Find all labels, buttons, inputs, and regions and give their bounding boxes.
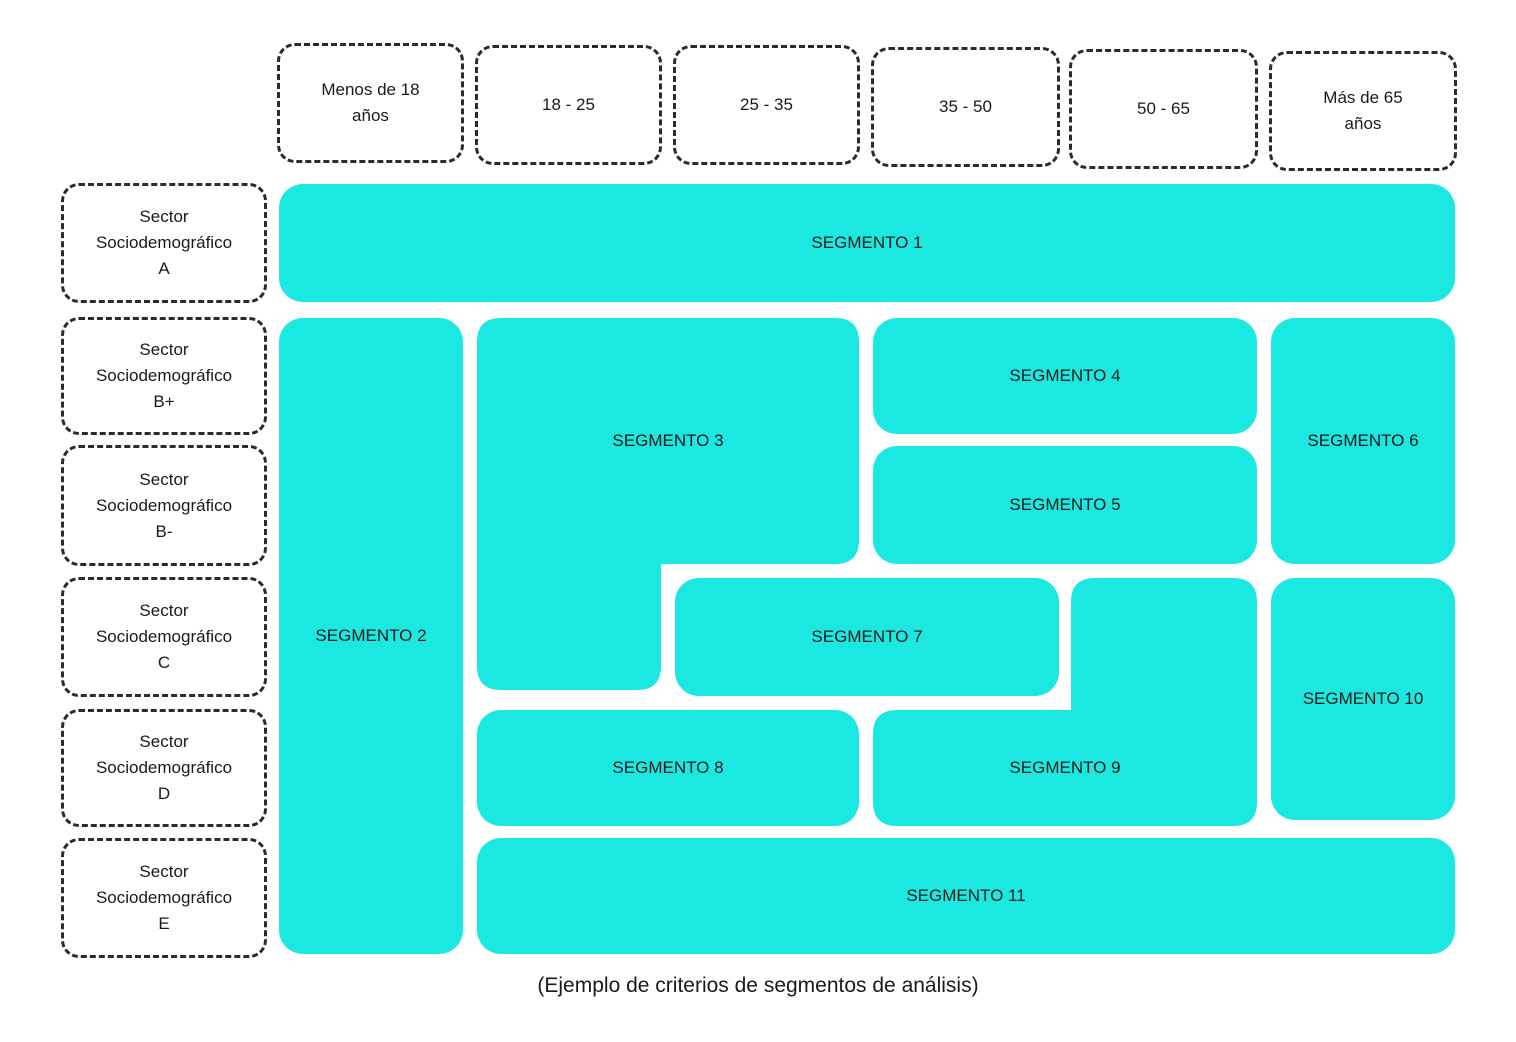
segment-2-label: SEGMENTO 2 (315, 626, 427, 645)
segment-8: SEGMENTO 8 (477, 710, 859, 826)
sector-header-a: Sector Sociodemográfico A (61, 183, 267, 303)
sector-header-b-minus: Sector Sociodemográfico B- (61, 445, 267, 566)
segment-7-label: SEGMENTO 7 (811, 627, 923, 646)
segment-11: SEGMENTO 11 (477, 838, 1455, 954)
segment-9-label: SEGMENTO 9 (1009, 758, 1121, 777)
segment-5-label: SEGMENTO 5 (1009, 495, 1121, 514)
segment-6: SEGMENTO 6 (1271, 318, 1455, 564)
segment-2: SEGMENTO 2 (279, 318, 463, 954)
segment-3-shape (477, 318, 859, 690)
diagram-caption: (Ejemplo de criterios de segmentos de an… (537, 974, 979, 997)
segment-8-label: SEGMENTO 8 (612, 758, 724, 777)
sector-header-c: Sector Sociodemográfico C (61, 577, 267, 697)
segment-4-label: SEGMENTO 4 (1009, 366, 1121, 385)
segment-1: SEGMENTO 1 (279, 184, 1455, 302)
segment-11-label: SEGMENTO 11 (906, 886, 1026, 905)
segment-1-label: SEGMENTO 1 (811, 233, 923, 252)
age-group-header-under-18: Menos de 18 años (277, 43, 464, 163)
sector-header-e: Sector Sociodemográfico E (61, 838, 267, 958)
segment-9-shape (873, 578, 1257, 826)
segment-7: SEGMENTO 7 (675, 578, 1059, 696)
age-group-header-18-25: 18 - 25 (475, 45, 662, 165)
age-group-header-over-65: Más de 65 años (1269, 51, 1457, 171)
segment-10: SEGMENTO 10 (1271, 578, 1455, 820)
segment-5: SEGMENTO 5 (873, 446, 1257, 564)
segment-10-label: SEGMENTO 10 (1302, 689, 1424, 708)
sector-header-d: Sector Sociodemográfico D (61, 709, 267, 827)
age-group-header-25-35: 25 - 35 (673, 45, 860, 165)
segment-6-label: SEGMENTO 6 (1307, 431, 1419, 450)
age-group-header-35-50: 35 - 50 (871, 47, 1060, 167)
segment-4: SEGMENTO 4 (873, 318, 1257, 434)
sector-header-b-plus: Sector Sociodemográfico B+ (61, 317, 267, 435)
segment-3-label: SEGMENTO 3 (612, 431, 724, 450)
age-group-header-50-65: 50 - 65 (1069, 49, 1258, 169)
